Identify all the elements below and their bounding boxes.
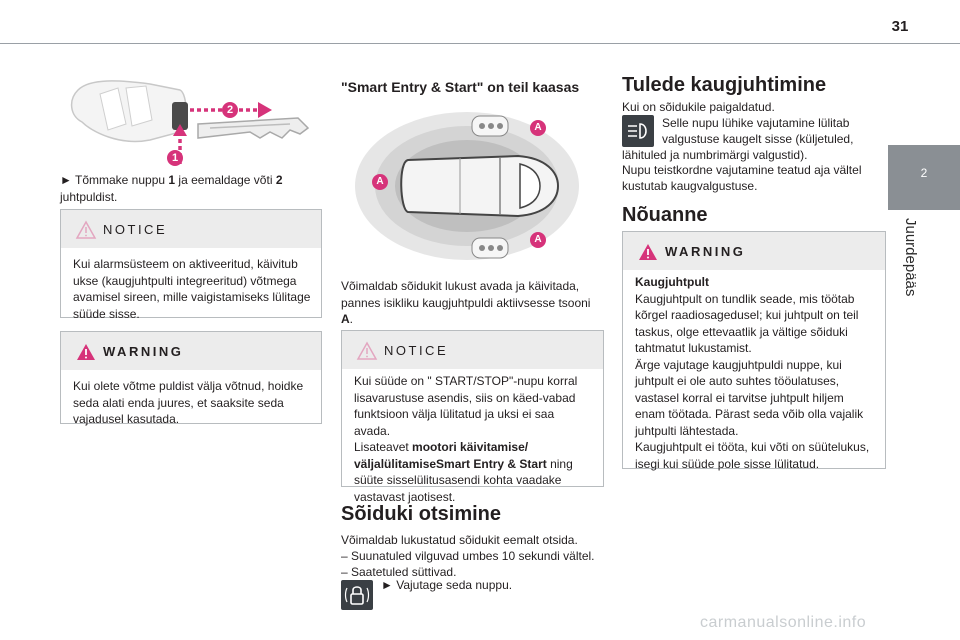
notice-header: NOTICE [61,210,321,248]
notice-label: NOTICE [384,343,449,358]
notice-box-start-stop: NOTICE Kui süüde on " START/STOP"-nupu k… [341,330,604,504]
chapter-tab-number: 2 [920,166,928,180]
remote-lighting-line-2a: Selle nupu lühike vajutamine lülitab [662,116,850,130]
notice-box-alarm: NOTICE Kui alarmsüsteem on aktiveeritud,… [60,209,322,321]
remote-lighting-title: Tulede kaugjuhtimine [622,74,827,96]
press-button-instruction: ► Vajutage seda nuppu. [381,578,513,592]
notice-text: Kui süüde on " START/STOP"-nupu korral l… [354,374,578,504]
zone-label-a-left: A [376,176,384,187]
notice-header: NOTICE [342,331,603,369]
chapter-tab[interactable] [888,145,960,210]
page-number: 31 [891,18,909,35]
bullet-indicators: – Suunatuled vilguvad umbes 10 sekundi v… [341,549,595,563]
remote-lighting-line-5: kustutab kaugvalgustuse. [622,179,758,193]
warning-header: WARNING [623,232,885,270]
advice-title: Nõuanne [622,204,708,226]
callout-2-label: 2 [226,104,234,116]
vehicle-locating-intro: Võimaldab lukustatud sõidukit eemalt ots… [341,533,578,547]
bullet-lights: – Saatetuled süttivad. [341,565,457,579]
callout-1-marker [167,150,183,166]
warning-triangle-icon [77,344,95,360]
chapter-label: Juurdepääs [902,218,919,297]
warning-label: WARNING [665,244,746,259]
zone-label-a-bottom: A [534,234,542,245]
warning-text: Kaugjuhtpult Kaugjuhtpult on tundlik sea… [635,275,870,471]
warning-text: Kui olete võtme puldist välja võtnud, ho… [73,379,304,426]
warning-label: WARNING [103,344,184,359]
vehicle-locating-title: Sõiduki otsimine [341,503,502,525]
zone-label-a-top: A [534,122,542,133]
remote-lighting-line-4: Nupu teistkordne vajutamine teatud aja v… [622,163,862,177]
remote-lighting-line-1: Kui on sõidukile paigaldatud. [622,100,775,114]
remote-lighting-line-2b: valgustuse kaugelt sisse (küljetuled, [662,132,854,146]
callout-2-marker [222,102,238,118]
smart-entry-heading: "Smart Entry & Start" on teil kaasas [341,79,580,95]
notice-triangle-icon [356,341,378,360]
warning-header: WARNING [61,332,321,370]
top-rule [0,43,960,44]
notice-label: NOTICE [103,222,168,237]
remove-key-instruction: ► Tõmmake nuppu 1 ja eemaldage võti 2 ju… [60,173,283,204]
smart-entry-zone-diagram [355,112,579,260]
watermark: carmanualsonline.info [700,614,867,631]
remote-lighting-line-3: lähituled ja numbrimärgi valgustid). [622,148,808,162]
warning-triangle-icon [639,244,657,260]
lock-button-icon [341,580,373,610]
warning-box-remote: WARNING Kaugjuhtpult Kaugjuhtpult on tun… [622,231,886,471]
notice-text: Kui alarmsüsteem on aktiveeritud, käivit… [73,257,311,321]
notice-triangle-icon [75,220,97,239]
callout-1-label: 1 [171,152,179,164]
smart-entry-paragraph: Võimaldab sõidukit lukust avada ja käivi… [341,279,591,326]
lighting-button-icon [622,115,654,147]
key-fob-illustration [70,80,310,164]
warning-box-key: WARNING Kui olete võtme puldist välja võ… [60,331,322,426]
